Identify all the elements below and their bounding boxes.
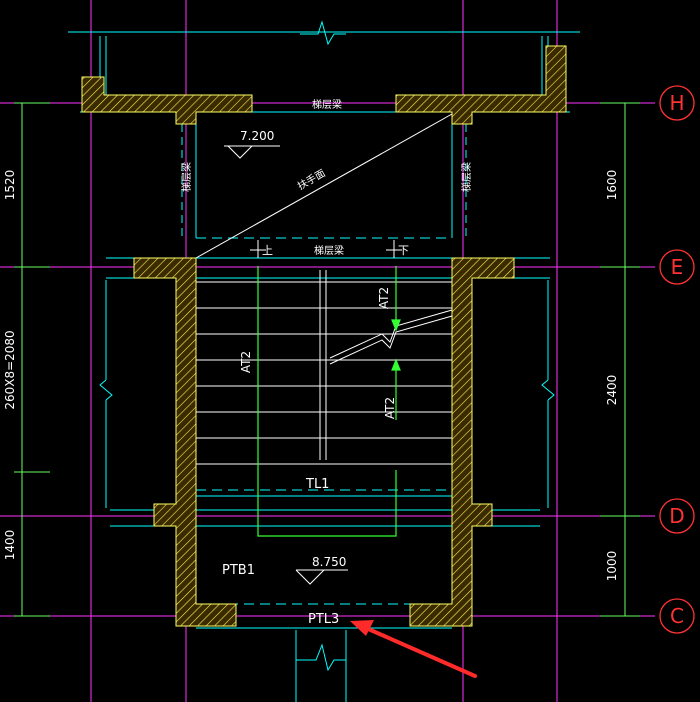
axis-bubble-c — [659, 598, 695, 634]
dim-right-top: 1600 — [605, 170, 619, 201]
right-wall — [409, 257, 515, 627]
beam-label-top: 梯层梁 — [312, 98, 342, 111]
axis-label-d: D — [669, 504, 684, 528]
dimension-lines — [14, 102, 640, 617]
down-label: 下 — [398, 244, 409, 257]
axis-bubble-e — [659, 249, 695, 285]
dim-right-bottom: 1000 — [605, 551, 619, 582]
annotation-arrow — [350, 620, 477, 678]
up-label: 上 — [262, 244, 273, 257]
dim-left-bottom: 1400 — [3, 530, 17, 561]
axis-label-c: C — [670, 604, 684, 628]
dim-right-middle: 2400 — [605, 375, 619, 406]
walls — [81, 45, 567, 627]
beam-label-right: 梯层梁 — [460, 162, 473, 192]
at2-label-right-bottom: AT2 — [383, 397, 397, 419]
dim-left-middle: 260X8=2080 — [3, 330, 17, 409]
ptb1-label: PTB1 — [222, 563, 255, 578]
ptl3-label: PTL3 — [308, 612, 339, 627]
tl1-label: TL1 — [305, 477, 329, 492]
axis-bubble-d — [659, 498, 695, 534]
level-markers — [224, 145, 348, 585]
beam-label-mid: 梯层梁 — [314, 244, 344, 257]
outlines — [68, 20, 580, 702]
level-lower: 8.750 — [312, 555, 346, 569]
top-wall-left — [81, 76, 253, 125]
dim-left-top: 1520 — [3, 170, 17, 201]
axis-label-e: E — [671, 255, 684, 279]
beam-label-left: 梯层梁 — [180, 162, 193, 192]
at2-label-right-top: AT2 — [377, 287, 391, 309]
axis-bubble-h — [659, 85, 695, 121]
handrail-label: 扶手面 — [295, 166, 327, 192]
top-wall-right — [395, 45, 567, 125]
axis-label-h: H — [669, 91, 684, 115]
grid-bubbles: H E D C — [659, 85, 695, 634]
level-upper: 7.200 — [240, 129, 274, 143]
left-wall — [133, 257, 237, 627]
at2-label-left: AT2 — [239, 351, 253, 373]
walking-lines — [257, 266, 401, 537]
stair-treads — [195, 113, 453, 465]
